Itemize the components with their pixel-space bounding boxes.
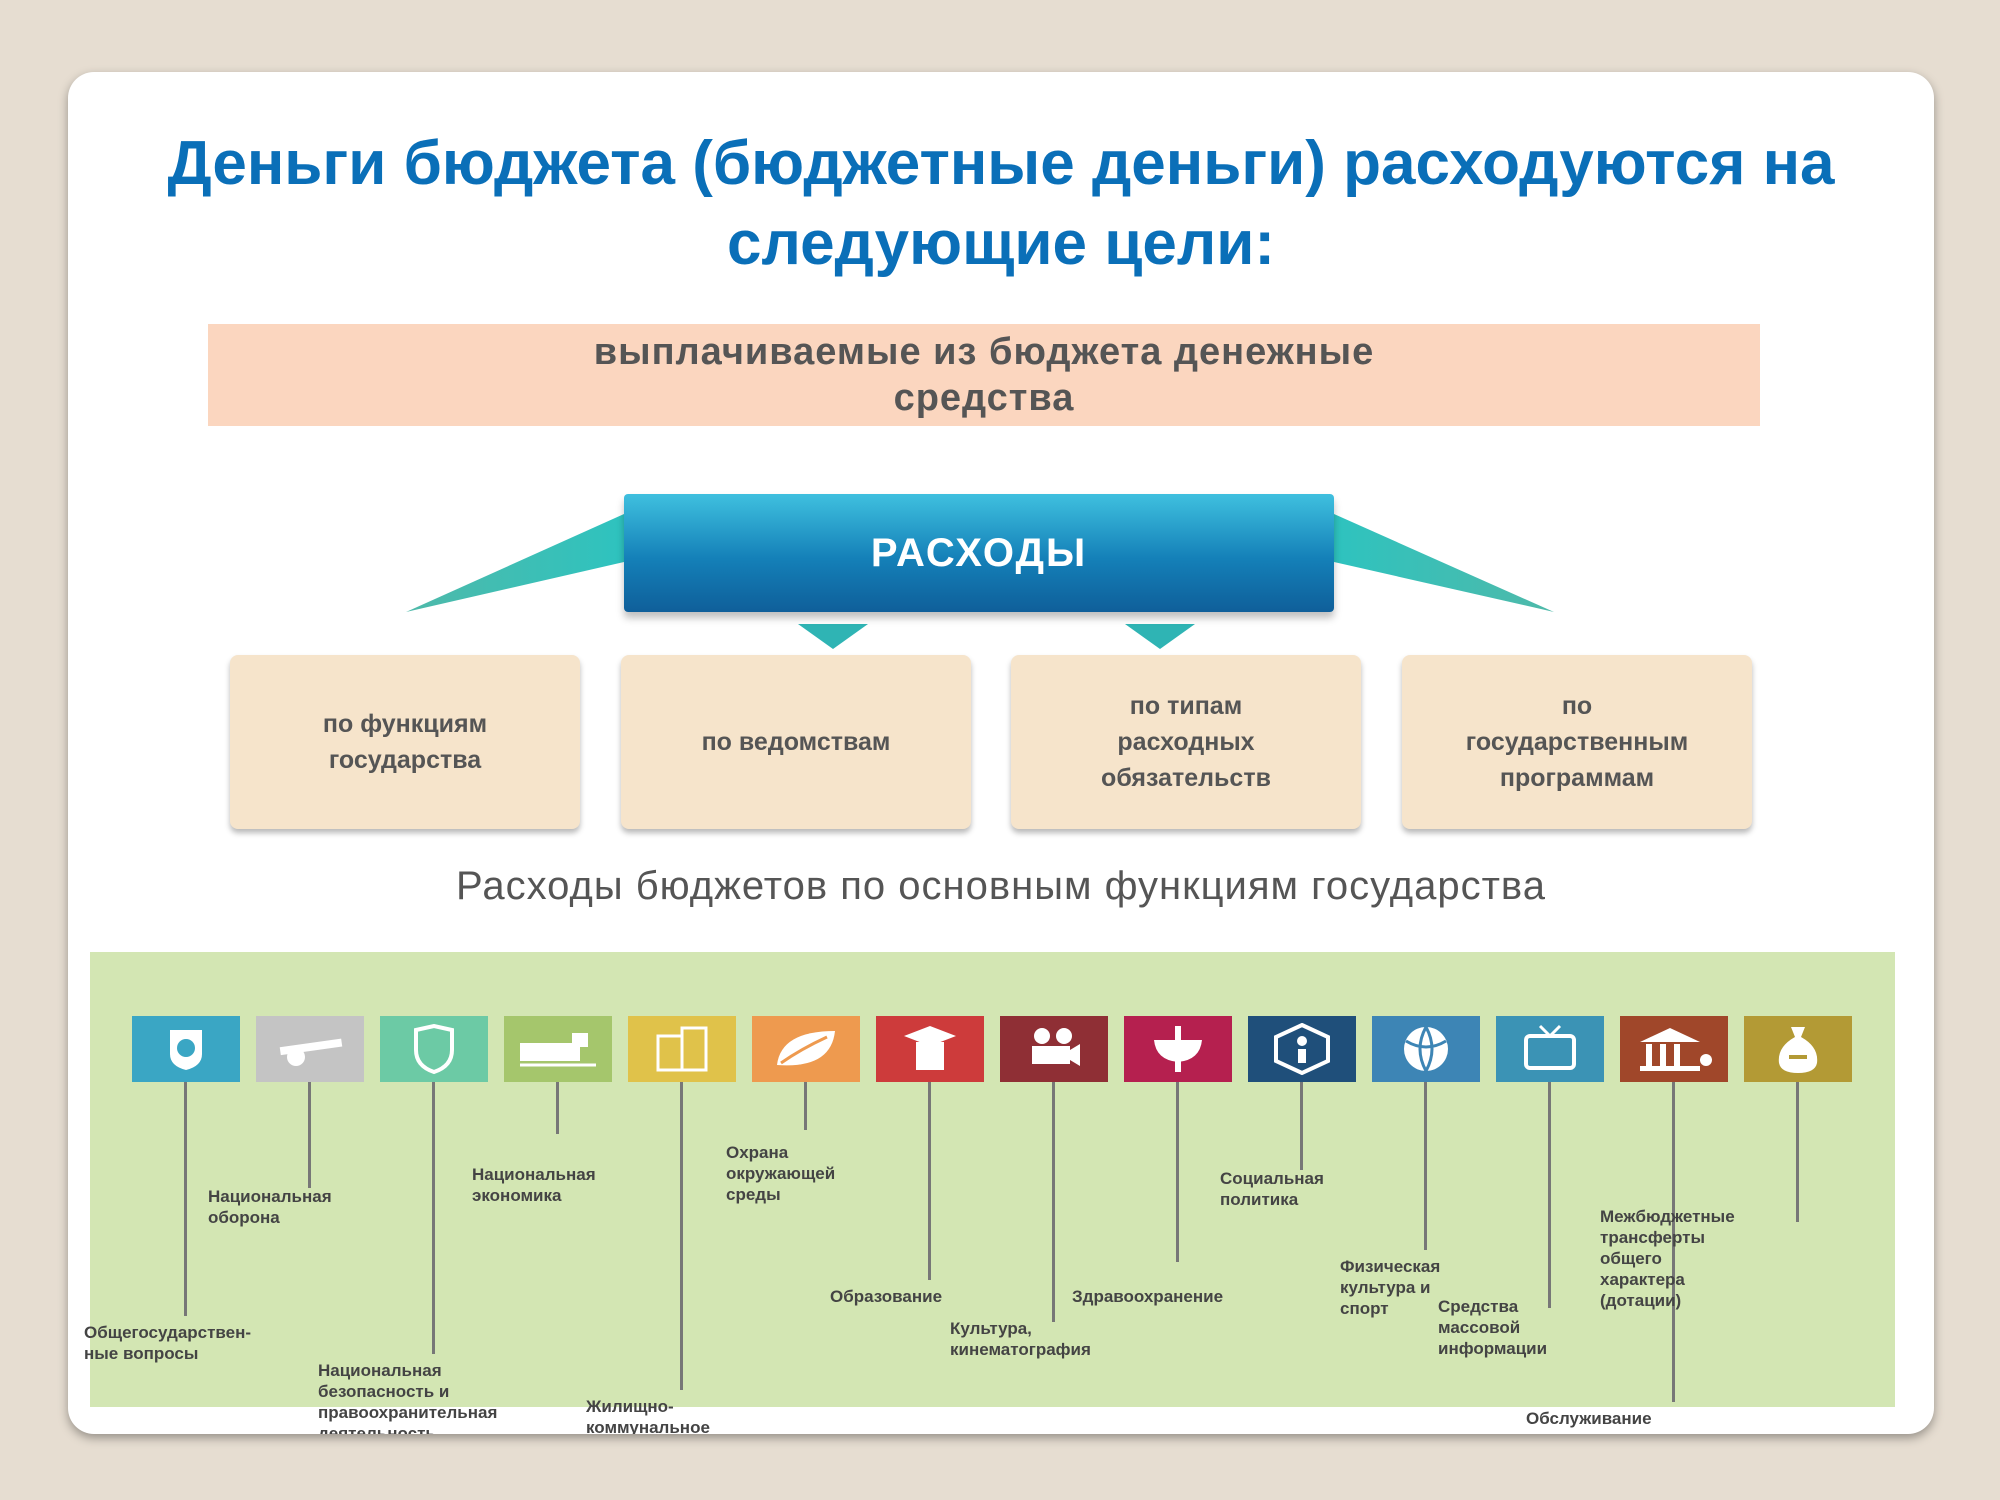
connector-line	[432, 1082, 435, 1354]
money-bag-icon	[1744, 1016, 1852, 1082]
connector-line	[680, 1082, 683, 1390]
cannon-icon	[256, 1016, 364, 1082]
harvester-icon	[504, 1016, 612, 1082]
down-arrow-left	[798, 624, 868, 649]
connector-line	[804, 1082, 807, 1130]
expenses-box: РАСХОДЫ	[624, 494, 1334, 612]
left-wing-arrow	[406, 514, 624, 612]
function-label: Культура,кинематография	[950, 1319, 1091, 1359]
down-arrow-right	[1125, 624, 1195, 649]
section-subtitle: Расходы бюджетов по основным функциям го…	[456, 864, 1546, 908]
connector-line	[184, 1082, 187, 1316]
connector-line	[1176, 1082, 1179, 1262]
function-label: Общегосударствен-ные вопросы	[84, 1323, 252, 1363]
function-label: Образование	[830, 1287, 943, 1306]
category-by-programs: по государственным программам	[1402, 655, 1752, 829]
medicine-icon	[1124, 1016, 1232, 1082]
emblem-icon	[132, 1016, 240, 1082]
building-icon	[628, 1016, 736, 1082]
connector-line	[1672, 1082, 1675, 1402]
definition-text: выплачиваемые из бюджета денежные средст…	[593, 331, 1375, 419]
category-label: по ведомствам	[701, 728, 891, 756]
definition-banner: выплачиваемые из бюджета денежные средст…	[208, 324, 1760, 426]
film-camera-icon	[1000, 1016, 1108, 1082]
connector-line	[1548, 1082, 1551, 1308]
connector-line	[1424, 1082, 1427, 1250]
category-label: по государственным программам	[1465, 692, 1689, 792]
connector-line	[1796, 1082, 1799, 1222]
category-by-departments: по ведомствам	[621, 655, 971, 829]
category-by-functions: по функциям государства	[230, 655, 580, 829]
function-label: Жилищно-коммунальноехозяйство	[586, 1397, 710, 1434]
tv-icon	[1496, 1016, 1604, 1082]
ball-icon	[1372, 1016, 1480, 1082]
leaf-icon	[752, 1016, 860, 1082]
right-wing-arrow	[1334, 514, 1554, 612]
category-label: по функциям государства	[322, 710, 488, 774]
connector-line	[556, 1082, 559, 1134]
slide: Деньги бюджета (бюджетные деньги) расход…	[68, 72, 1934, 1434]
shield-icon	[380, 1016, 488, 1082]
category-by-obligation-types: по типам расходных обязательств	[1011, 655, 1361, 829]
function-label: Здравоохранение	[1072, 1287, 1224, 1306]
connector-line	[928, 1082, 931, 1280]
person-icon	[1248, 1016, 1356, 1082]
page-title: Деньги бюджета (бюджетные деньги) расход…	[167, 129, 1835, 278]
category-label: по типам расходных обязательств	[1101, 692, 1271, 792]
diagram-connectors	[406, 514, 1554, 649]
bank-icon	[1620, 1016, 1728, 1082]
expenses-label: РАСХОДЫ	[870, 530, 1088, 575]
connector-line	[1052, 1082, 1055, 1322]
connector-line	[308, 1082, 311, 1188]
connector-line	[1300, 1082, 1303, 1170]
function-label: Обслуживаниегосударственного имуниципаль…	[1526, 1409, 1693, 1434]
graduation-cap-icon	[876, 1016, 984, 1082]
